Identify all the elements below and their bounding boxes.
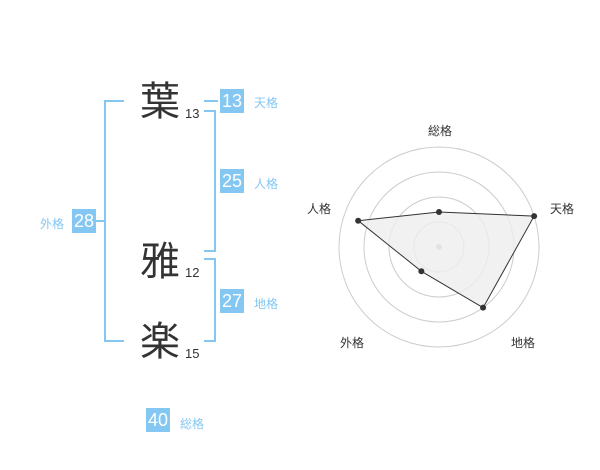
radar-point-1 (531, 213, 538, 220)
chikaku-label: 地格 (254, 297, 279, 311)
gaikaku-bracket (104, 100, 124, 342)
gaikaku-bracket-tick (96, 220, 104, 222)
radar-axis-label-gaikaku: 外格 (340, 336, 365, 350)
name-char-3: 楽 (140, 319, 180, 365)
tenkaku-label: 天格 (254, 96, 279, 110)
soukaku-value: 40 (146, 408, 171, 432)
radar-point-3 (418, 268, 425, 275)
name-char-3-strokes: 15 (185, 346, 200, 361)
name-char-2: 雅 (140, 239, 180, 285)
soukaku-label: 総格 (180, 417, 205, 431)
gaikaku-label: 外格 (40, 217, 65, 231)
chikaku-value: 27 (220, 289, 245, 313)
radar-axis-label-chikaku: 地格 (511, 336, 536, 350)
tenkaku-value: 13 (220, 89, 245, 113)
radar-data-points (355, 209, 538, 311)
name-char-1: 葉 (140, 79, 180, 125)
jinkaku-label: 人格 (254, 177, 279, 191)
radar-axis-label-soukaku: 総格 (428, 124, 453, 138)
chikaku-bracket (204, 258, 216, 342)
jinkaku-value: 25 (220, 169, 245, 193)
name-char-2-strokes: 12 (185, 265, 200, 280)
radar-axis-label-jinkaku: 人格 (307, 202, 332, 216)
radar-axis-label-tenkaku: 天格 (550, 202, 575, 216)
radar-point-4 (355, 217, 362, 224)
radar-point-2 (480, 304, 487, 311)
name-char-1-strokes: 13 (185, 106, 200, 121)
tenkaku-bracket (204, 100, 218, 102)
radar-point-0 (436, 209, 442, 215)
radar-ring (338, 146, 540, 348)
jinkaku-bracket (204, 110, 216, 252)
gaikaku-value: 28 (72, 209, 97, 233)
radar-data-area (356, 211, 535, 309)
